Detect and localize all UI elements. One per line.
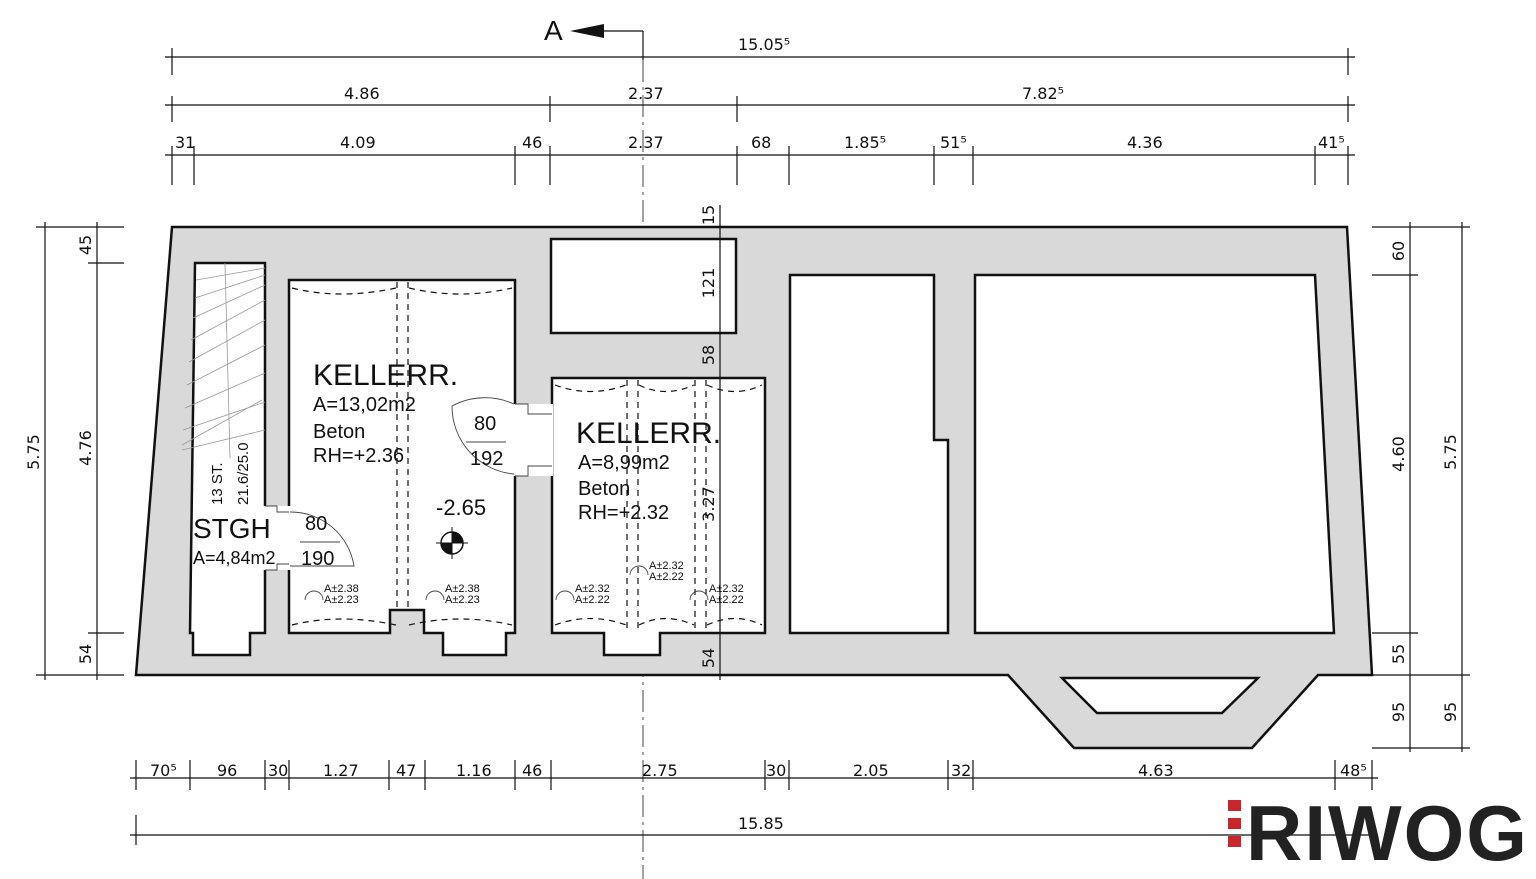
dim-bottom-1: 96 bbox=[217, 761, 237, 780]
riwog-logo: RIWOG bbox=[1228, 789, 1529, 877]
svg-text:A±2.23: A±2.23 bbox=[324, 594, 359, 606]
room-3 bbox=[788, 273, 950, 635]
dim-top-r3-3: 2.37 bbox=[628, 133, 664, 152]
window-mark: A±2.32A±2.22 bbox=[689, 583, 744, 606]
room1-name: KELLERR. bbox=[313, 359, 458, 392]
dim-bottom-9: 2.05 bbox=[853, 761, 889, 780]
keller-room-1 bbox=[287, 278, 517, 657]
dim-bottom-0: 70⁵ bbox=[150, 761, 177, 780]
stair-steps: 13 ST. bbox=[209, 462, 226, 505]
dim-bottom-10: 32 bbox=[951, 761, 971, 780]
section-marker: A bbox=[544, 15, 644, 60]
dim-bottom-11: 4.63 bbox=[1138, 761, 1174, 780]
dim-bottom-2: 30 bbox=[268, 761, 288, 780]
dim-right-2: 55 bbox=[1389, 644, 1408, 664]
room2-height: RH=+2.32 bbox=[578, 502, 669, 524]
svg-text:A±2.22: A±2.22 bbox=[649, 571, 684, 583]
dim-bottom-8: 30 bbox=[766, 761, 786, 780]
dim-left-1: 4.76 bbox=[76, 430, 95, 466]
dim-bottom-12: 48⁵ bbox=[1340, 761, 1367, 780]
svg-text:A±2.22: A±2.22 bbox=[709, 594, 744, 606]
window-mark: A±2.38A±2.23 bbox=[304, 583, 359, 606]
dim-center-3: 3.27 bbox=[699, 486, 718, 522]
stair-treads bbox=[181, 262, 266, 459]
room2-name: KELLERR. bbox=[576, 417, 721, 450]
keller-room-2 bbox=[550, 376, 767, 657]
dim-bottom-5: 1.16 bbox=[456, 761, 492, 780]
svg-text:A±2.32: A±2.32 bbox=[709, 583, 744, 595]
room1-floor: Beton bbox=[313, 421, 365, 443]
dim-bottom-4: 47 bbox=[396, 761, 416, 780]
dim-right-0: 60 bbox=[1389, 241, 1408, 261]
dim-top-r2-2: 7.82⁵ bbox=[1022, 84, 1064, 103]
door2-height: 192 bbox=[470, 448, 503, 470]
room-labels: KELLERR. A=13,02m2 Beton RH=+2.36 KELLER… bbox=[193, 359, 721, 570]
center-dimensions: 15 121 58 3.27 54 bbox=[699, 205, 728, 680]
dim-top-r3-1: 4.09 bbox=[340, 133, 376, 152]
dim-top-r3-0: 31 bbox=[175, 133, 195, 152]
dim-top-overall: 15.05⁵ bbox=[738, 35, 790, 54]
stair-room bbox=[188, 261, 267, 657]
rooms bbox=[188, 237, 1336, 657]
dim-right-outer-1: 95 bbox=[1441, 702, 1460, 722]
dim-center-4: 54 bbox=[699, 648, 718, 668]
dim-top-r3-2: 46 bbox=[522, 133, 542, 152]
svg-text:A±2.23: A±2.23 bbox=[445, 594, 480, 606]
door1-height: 190 bbox=[301, 548, 334, 570]
room1-area: A=13,02m2 bbox=[313, 394, 416, 416]
storage-niche bbox=[549, 237, 738, 335]
dashed-lines bbox=[291, 282, 763, 632]
dim-top-r3-6: 51⁵ bbox=[940, 133, 967, 152]
section-arrow-icon bbox=[570, 24, 604, 38]
svg-text:A±2.22: A±2.22 bbox=[575, 594, 610, 606]
room1-height: RH=+2.36 bbox=[313, 445, 404, 467]
dim-top-r3-7: 4.36 bbox=[1127, 133, 1163, 152]
dim-top-r2-1: 2.37 bbox=[628, 84, 664, 103]
dim-top-r3-8: 41⁵ bbox=[1318, 133, 1345, 152]
dim-bottom-3: 1.27 bbox=[323, 761, 359, 780]
door-swings bbox=[289, 397, 515, 567]
window-mark: A±2.38A±2.23 bbox=[425, 583, 480, 606]
bottom-dimensions: 70⁵ 96 30 1.27 47 1.16 46 2.75 30 2.05 3… bbox=[130, 760, 1378, 845]
dim-right-1: 4.60 bbox=[1389, 436, 1408, 472]
level-label: -2.65 bbox=[436, 495, 486, 520]
section-marker-label: A bbox=[544, 15, 563, 46]
room2-area: A=8,99m2 bbox=[578, 452, 670, 474]
dim-bottom-overall: 15.85 bbox=[738, 814, 784, 833]
dim-right-3: 95 bbox=[1389, 702, 1408, 722]
door2-width: 80 bbox=[474, 413, 496, 435]
left-dimensions: 5.75 45 4.76 54 bbox=[24, 222, 124, 680]
dim-bottom-6: 46 bbox=[522, 761, 542, 780]
dim-center-2: 58 bbox=[699, 345, 718, 365]
svg-text:A±2.32: A±2.32 bbox=[649, 560, 684, 572]
dim-top-r3-5: 1.85⁵ bbox=[844, 133, 886, 152]
top-dimensions: 15.05⁵ 4.86 2.37 7.82⁵ 31 4.09 46 2.37 6… bbox=[165, 35, 1355, 185]
dim-left-0: 45 bbox=[76, 235, 95, 255]
room-stgh-name: STGH bbox=[193, 513, 271, 544]
window-mark: A±2.32A±2.22 bbox=[555, 583, 610, 606]
dim-center-0: 15 bbox=[699, 205, 718, 225]
dim-center-1: 121 bbox=[699, 268, 718, 299]
window-marks: A±2.38A±2.23 A±2.38A±2.23 A±2.32A±2.22 A… bbox=[304, 560, 744, 606]
svg-text:A±2.38: A±2.38 bbox=[324, 583, 359, 595]
logo-text: RIWOG bbox=[1246, 789, 1529, 877]
svg-text:A±2.38: A±2.38 bbox=[445, 583, 480, 595]
dim-top-r3-4: 68 bbox=[751, 133, 771, 152]
right-dimensions: 60 4.60 55 95 5.75 95 bbox=[1372, 222, 1470, 752]
room2-floor: Beton bbox=[578, 478, 630, 500]
entrance-bay-void bbox=[1058, 676, 1262, 715]
svg-text:A±2.32: A±2.32 bbox=[575, 583, 610, 595]
door1-width: 80 bbox=[305, 513, 327, 535]
room-stgh-area: A=4,84m2 bbox=[193, 548, 276, 568]
dim-right-outer-0: 5.75 bbox=[1441, 434, 1460, 470]
stair-ratio: 21.6/25.0 bbox=[235, 442, 252, 505]
dim-bottom-7: 2.75 bbox=[642, 761, 678, 780]
dim-top-r2-0: 4.86 bbox=[344, 84, 380, 103]
level-marker-icon bbox=[436, 527, 468, 559]
dim-left-2: 54 bbox=[76, 644, 95, 664]
room-4 bbox=[973, 273, 1336, 635]
dim-left-overall: 5.75 bbox=[24, 434, 43, 470]
window-mark: A±2.32A±2.22 bbox=[629, 560, 684, 583]
